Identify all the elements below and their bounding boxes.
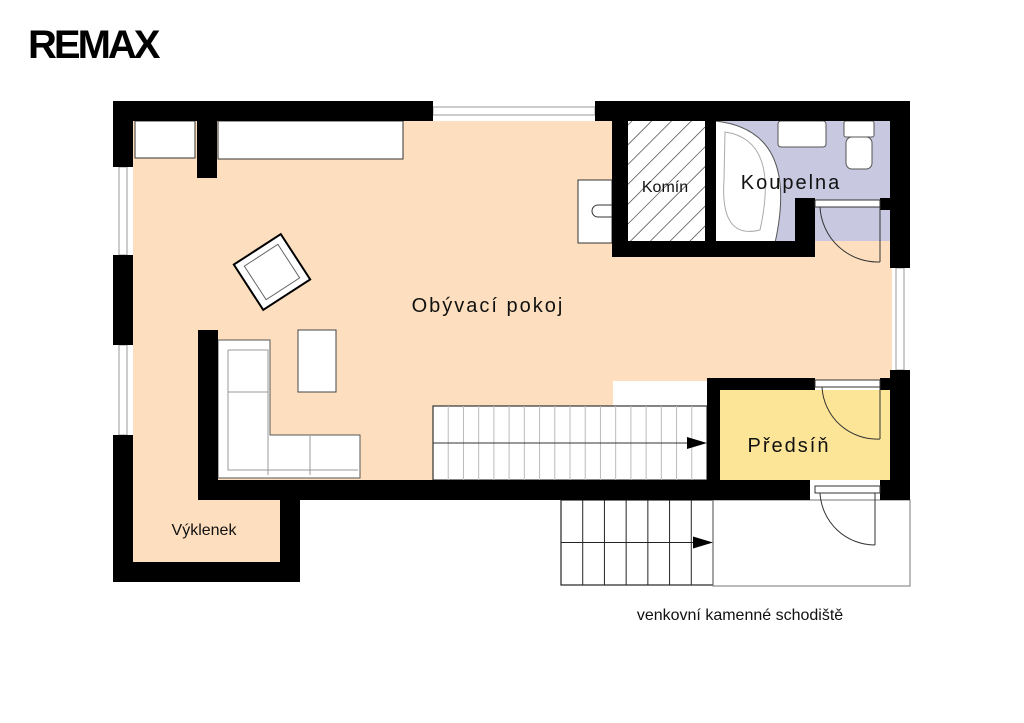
washbasin (777, 120, 827, 148)
coffee-table (297, 329, 337, 393)
svg-text:REMAX: REMAX (28, 23, 161, 67)
interior-staircase (432, 405, 708, 481)
exterior-staircase (560, 499, 714, 586)
label-alcove: Výklenek (172, 522, 238, 539)
room-hall-floor (719, 390, 890, 480)
doors[interactable] (814, 199, 881, 546)
chimney (627, 121, 706, 242)
walls (113, 101, 910, 582)
toilet (843, 120, 875, 170)
stair-arrow-icon (687, 437, 707, 449)
label-living-room: Obývací pokoj (412, 295, 565, 317)
exterior-landing (712, 499, 911, 587)
remax-logo: REMAX (28, 23, 164, 67)
label-hall: Předsíň (748, 435, 831, 457)
stair-arrow-icon (693, 536, 713, 549)
label-chimney: Komín (642, 179, 688, 196)
counters (134, 120, 613, 244)
label-exterior-stairs: venkovní kamenné schodiště (637, 607, 843, 624)
label-bathroom: Koupelna (741, 172, 842, 194)
armchair (232, 232, 312, 312)
